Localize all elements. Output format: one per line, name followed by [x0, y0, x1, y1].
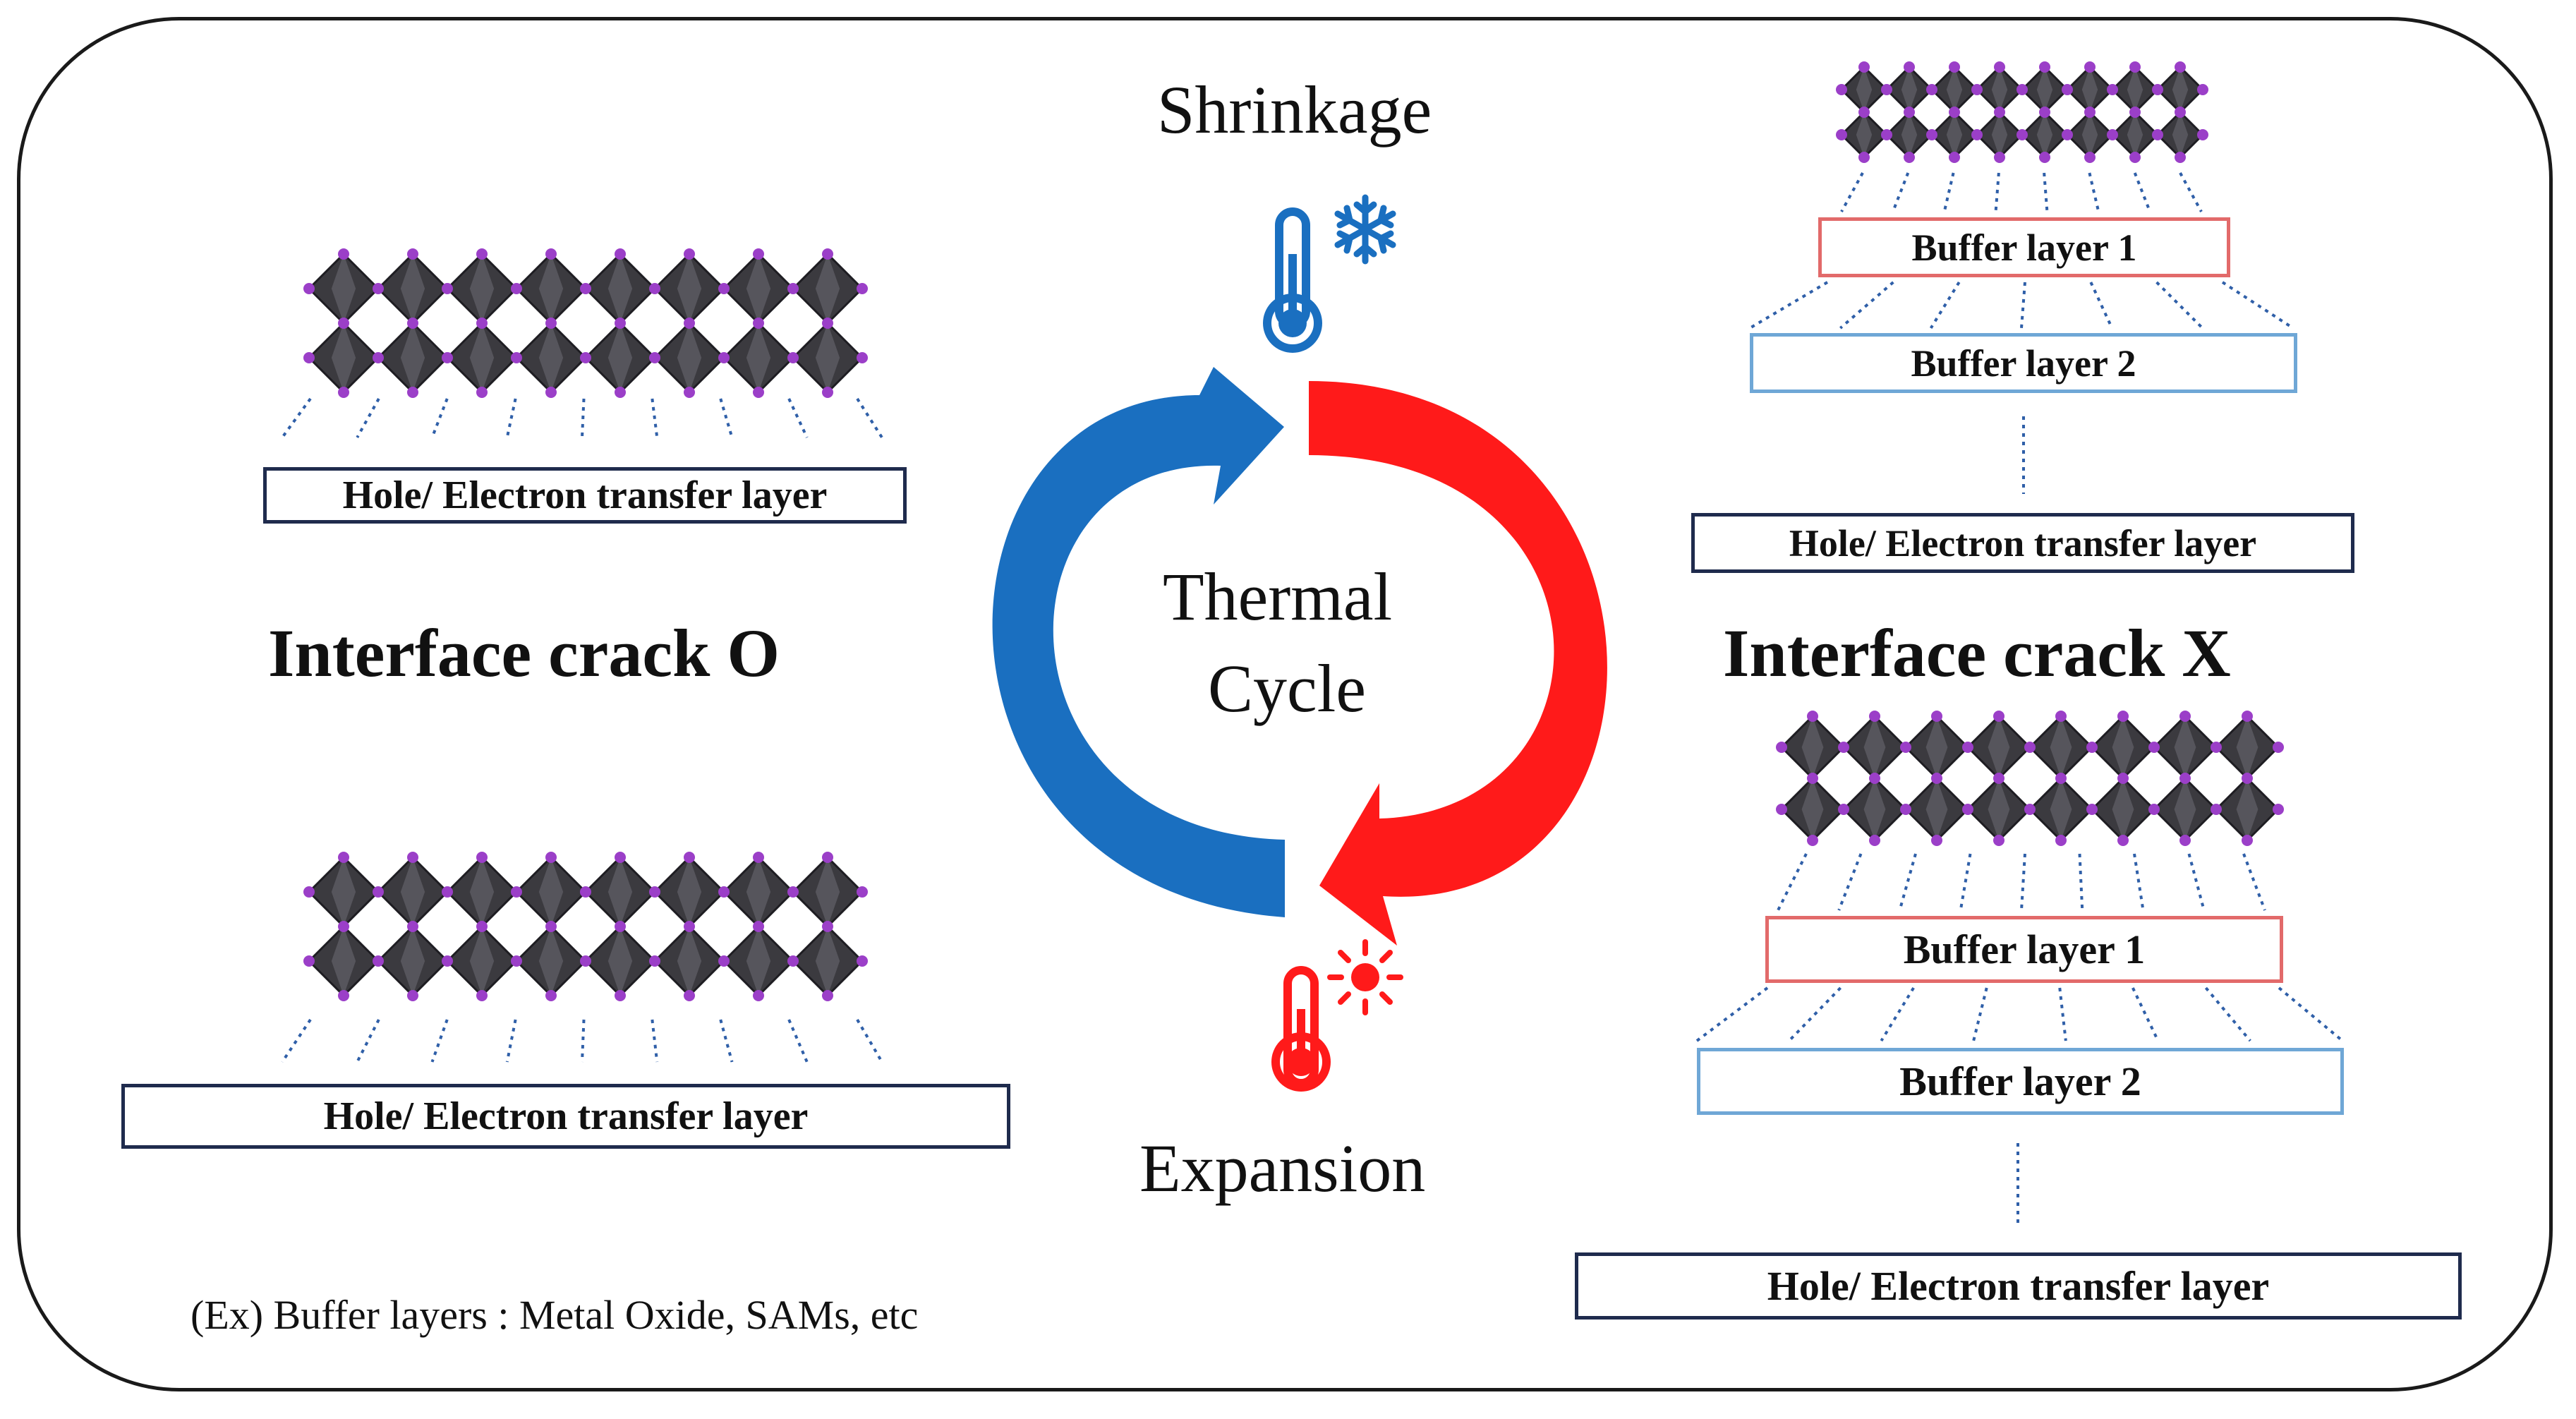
hot-thermometer-icon	[1271, 966, 1331, 1092]
lattice-left-bottom	[303, 852, 868, 1001]
footnote: (Ex) Buffer layers : Metal Oxide, SAMs, …	[191, 1292, 919, 1338]
shrinkage-label: Shrinkage	[1157, 72, 1432, 147]
heating-arrow	[1309, 381, 1607, 946]
interface-crack-x-heading: Interface crack X	[1723, 615, 2231, 691]
interface-crack-o-heading: Interface crack O	[268, 615, 780, 691]
lattice-right-bottom	[1776, 711, 2284, 846]
left-bottom-connectors	[281, 1018, 883, 1063]
left-top-connectors	[281, 397, 883, 439]
expansion-label: Expansion	[1139, 1130, 1426, 1206]
dotted-connectors	[281, 172, 2344, 1228]
left-bottom-transfer-layer: Hole/ Electron transfer layer	[121, 1084, 1010, 1149]
left-top-transfer-layer: Hole/ Electron transfer layer	[263, 467, 907, 524]
right-bottom-transfer-layer: Hole/ Electron transfer layer	[1575, 1252, 2462, 1320]
rounded-frame	[17, 17, 2553, 1391]
thermal-cycle-line2: Cycle	[1208, 651, 1366, 726]
snowflake-icon	[1334, 194, 1396, 265]
right-top-buffer-layer-2: Buffer layer 2	[1750, 333, 2297, 393]
right-bottom-buffer-layer-2: Buffer layer 2	[1697, 1048, 2344, 1115]
right-top-connectors-a	[1840, 172, 2203, 212]
right-top-connectors-b	[1748, 281, 2294, 330]
lattice-left-top	[303, 248, 868, 398]
lattice-right-top	[1836, 61, 2208, 163]
cold-thermometer-icon	[1263, 207, 1322, 353]
thermal-cycle-arrows	[992, 367, 1607, 946]
right-top-buffer-layer-1: Buffer layer 1	[1818, 217, 2230, 277]
right-top-transfer-layer: Hole/ Electron transfer layer	[1691, 513, 2354, 573]
right-bottom-buffer-layer-1: Buffer layer 1	[1765, 916, 2283, 983]
right-bottom-connectors-b	[1695, 986, 2344, 1042]
perovskite-lattices	[303, 61, 2284, 1001]
cooling-arrow	[992, 367, 1285, 917]
thermal-cycle-line1: Thermal	[1163, 559, 1393, 634]
right-bottom-connectors-a	[1777, 853, 2266, 911]
sun-icon	[1327, 939, 1403, 1015]
